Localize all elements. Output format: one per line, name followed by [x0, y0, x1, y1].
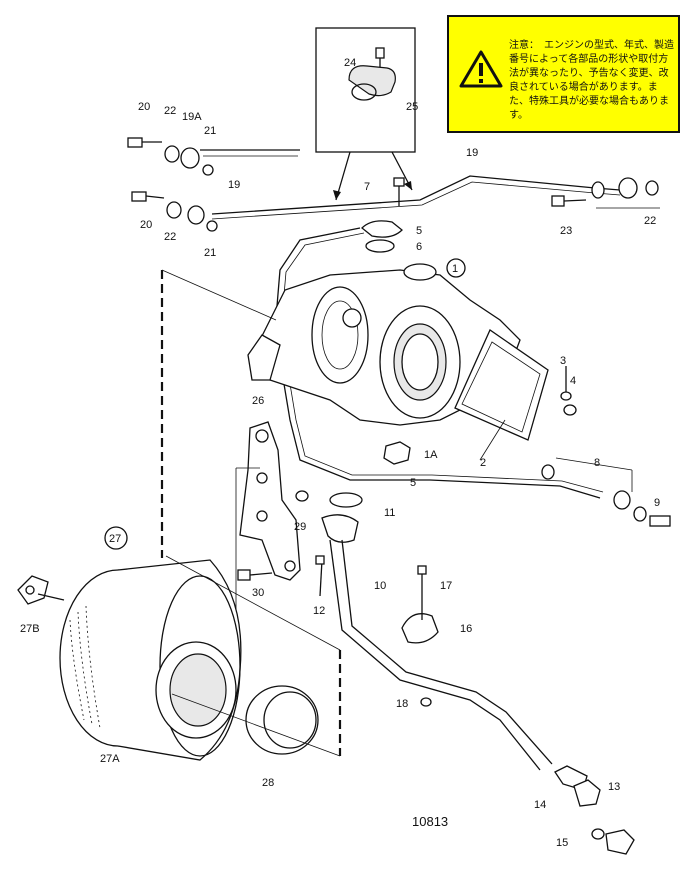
label-2: 2 [480, 457, 486, 469]
label-11: 11 [384, 507, 395, 519]
part-1-circle [446, 258, 466, 278]
label-18: 18 [396, 698, 408, 710]
nuts-and-plug [383, 366, 577, 465]
part-labels: 1 1A 2 3 4 5 5 6 7 8 9 10 11 12 13 14 15… [20, 57, 660, 849]
label-22-top: 22 [164, 105, 176, 117]
part-27-circle [104, 526, 128, 550]
pipe-end-fittings [541, 457, 671, 527]
label-5-upper: 5 [416, 225, 422, 237]
label-10: 10 [374, 580, 386, 592]
label-22-right: 22 [644, 215, 656, 227]
label-3: 3 [560, 355, 566, 367]
ring-28 [245, 685, 319, 755]
banjo-fittings-left [127, 137, 218, 232]
label-19-top: 19 [466, 147, 478, 159]
label-25: 25 [406, 101, 418, 113]
label-21-top: 21 [204, 125, 216, 137]
label-23: 23 [560, 225, 572, 237]
label-24: 24 [344, 57, 356, 69]
label-4: 4 [570, 375, 576, 387]
label-1: 1 [452, 263, 458, 275]
label-22-left: 22 [164, 231, 176, 243]
label-29: 29 [294, 521, 306, 533]
label-19A: 19A [182, 111, 202, 123]
warning-triangle-icon [459, 50, 503, 88]
label-6: 6 [416, 241, 422, 253]
label-28: 28 [262, 777, 274, 789]
oil-return-pipe [315, 492, 588, 791]
label-30: 30 [252, 587, 264, 599]
air-filter-27A [59, 559, 242, 761]
label-13: 13 [608, 781, 620, 793]
label-27B: 27B [20, 623, 40, 635]
label-9: 9 [654, 497, 660, 509]
figure-number: 10813 [412, 814, 448, 829]
banjo-fittings-right [551, 177, 660, 209]
label-14: 14 [534, 799, 546, 811]
label-7: 7 [364, 181, 370, 193]
notice-box: 注意： エンジンの型式、年式、製造番号によって各部品の形状や取付方法が異なったり… [447, 15, 680, 133]
gasket-leader [479, 419, 506, 461]
label-8: 8 [594, 457, 600, 469]
label-26: 26 [252, 395, 264, 407]
label-1A: 1A [424, 449, 438, 461]
label-17: 17 [440, 580, 452, 592]
detail-inset [315, 27, 416, 201]
clamp-27B [17, 575, 65, 605]
notice-text: 注意： エンジンの型式、年式、製造番号によって各部品の形状や取付方法が異なったり… [509, 40, 674, 121]
label-21-bottom: 21 [204, 247, 216, 259]
bolt-30-nut-29 [237, 490, 309, 581]
label-5-lower: 5 [410, 477, 416, 489]
bolt-and-flange [361, 177, 405, 253]
label-12: 12 [313, 605, 325, 617]
label-16: 16 [460, 623, 472, 635]
label-19-left: 19 [228, 179, 240, 191]
bracket-26 [235, 421, 301, 620]
label-27A: 27A [100, 753, 120, 765]
assembly-dashed-lines [160, 269, 342, 757]
label-20-top: 20 [138, 101, 150, 113]
clamp-16 [401, 565, 439, 707]
hose-clamps [573, 779, 635, 855]
label-27: 27 [109, 533, 121, 545]
label-15: 15 [556, 837, 568, 849]
label-20-bottom: 20 [140, 219, 152, 231]
turbocharger-unit [247, 263, 549, 441]
